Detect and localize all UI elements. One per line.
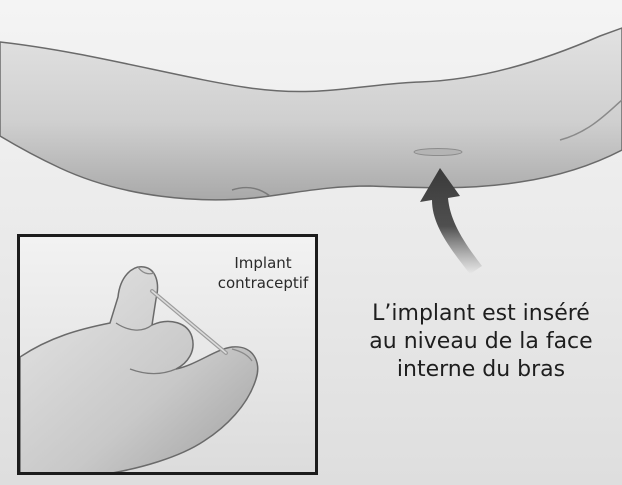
hand [20, 267, 258, 475]
implant-label-line1: Implant [208, 253, 318, 273]
arm [0, 28, 622, 200]
caption-line2: au niveau de la face [346, 328, 616, 356]
implant-label-line2: contraceptif [208, 273, 318, 293]
implant-label: Implant contraceptif [208, 253, 318, 293]
caption-text: L’implant est inséré au niveau de la fac… [346, 300, 616, 384]
inset-panel: Implant contraceptif [17, 234, 318, 475]
caption-line3: interne du bras [346, 356, 616, 384]
caption-line1: L’implant est inséré [346, 300, 616, 328]
implant-site-mark [414, 149, 462, 156]
